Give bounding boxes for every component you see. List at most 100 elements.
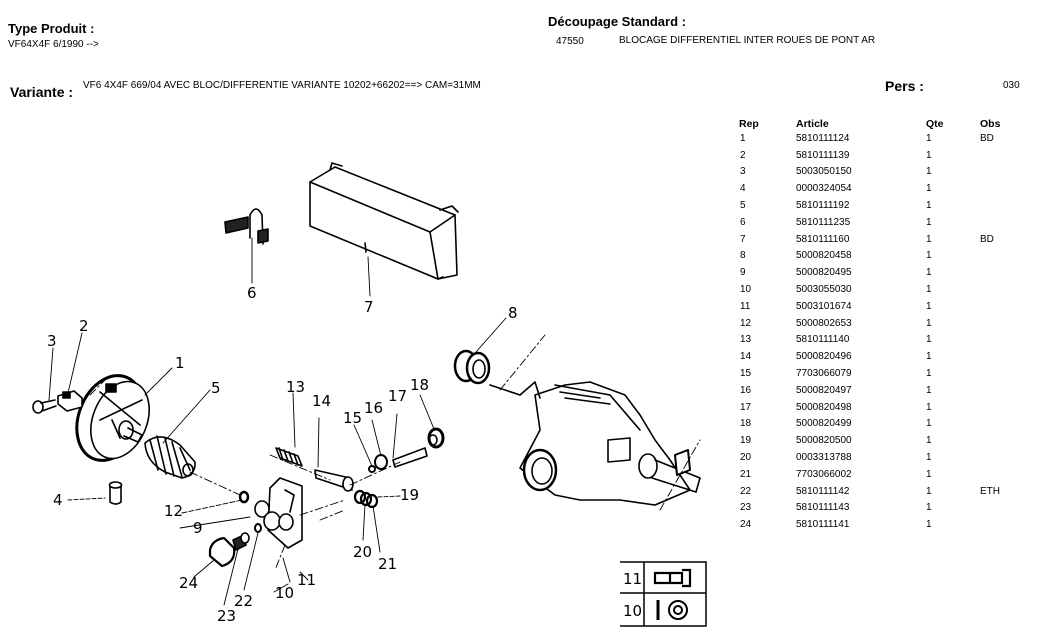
callout-21: 21 [378,555,397,573]
cell-rep: 13 [740,334,752,346]
cell-obs [980,214,1040,231]
callout-1: 1 [175,354,185,372]
cell-obs [980,449,1040,466]
callout-7: 7 [364,298,374,316]
decoupage-code: 47550 [556,36,584,47]
cell-obs [980,180,1040,197]
cell-qte: 1 [926,418,932,430]
callout-19: 19 [400,486,419,504]
part-7-cover [309,162,459,280]
cell-article: 5000820495 [796,267,852,279]
callout-20: 20 [353,543,372,561]
callout-3: 3 [47,332,57,350]
cell-obs [980,248,1040,265]
cell-rep: 12 [740,317,752,329]
parts-table-header: Rep Article Qte Obs [735,110,1040,130]
cell-qte: 1 [926,166,932,178]
washer-icon [656,600,688,620]
cell-obs [980,281,1040,298]
cell-obs [980,500,1040,517]
center-lines [89,334,701,571]
legend-rep-11: 11 [623,570,642,588]
callout-18: 18 [410,376,429,394]
cell-qte: 1 [926,300,932,312]
cell-qte: 1 [926,233,932,245]
cell-qte: 1 [926,317,932,329]
differential-housing [489,381,701,506]
cell-article: 5003050150 [796,166,852,178]
cell-qte: 1 [926,132,932,144]
cell-article: 5810111141 [796,519,850,531]
cell-qte: 1 [926,351,932,363]
cell-qte: 1 [926,452,932,464]
cell-obs [980,147,1040,164]
cell-article: 5810111124 [796,132,850,144]
cell-qte: 1 [926,200,932,212]
cell-rep: 3 [740,166,746,178]
callout-11: 11 [297,571,316,589]
cell-qte: 1 [926,384,932,396]
cell-rep: 18 [740,418,752,430]
cell-obs [980,466,1040,483]
cell-article: 5003101674 [796,300,852,312]
part-5-boot [144,435,196,479]
part-1-drum [75,374,150,462]
cell-rep: 23 [740,502,752,514]
cell-article: 5810111140 [796,334,850,346]
part-16-bush [374,454,388,470]
callout-17: 17 [388,387,407,405]
cell-obs [980,382,1040,399]
cell-article: 5000820458 [796,250,852,262]
cell-rep: 19 [740,435,752,447]
cell-article: 0000324054 [796,183,852,195]
cell-qte: 1 [926,216,932,228]
cell-article: 7703066079 [796,368,852,380]
callout-8: 8 [508,304,518,322]
decoupage-label: Découpage Standard : [548,14,686,29]
callout-4: 4 [53,491,63,509]
callout-14: 14 [312,392,331,410]
callout-6: 6 [247,284,257,302]
part-3-screw [32,399,57,414]
cell-rep: 2 [740,149,746,161]
part-12-ring [238,490,250,504]
cell-obs [980,416,1040,433]
column-header-article: Article [796,118,829,130]
cell-rep: 16 [740,384,752,396]
decoupage-description: BLOCAGE DIFFERENTIEL INTER ROUES DE PONT… [619,35,876,46]
cell-obs [980,315,1040,332]
cell-qte: 1 [926,435,932,447]
part-4-pin [108,481,123,505]
part-17-pin [392,447,428,468]
part-13-spring [275,447,303,467]
cell-rep: 5 [740,200,746,212]
table-row: 3 5003050150 1 [735,164,1040,181]
cell-rep: 22 [740,485,752,497]
cell-qte: 1 [926,519,932,531]
cell-article: 5000820499 [796,418,852,430]
type-produit-value: VF64X4F 6/1990 --> [8,39,99,50]
part-6-clip [224,208,269,245]
pers-value: 030 [1003,80,1020,91]
part-24-cap [208,536,236,568]
part-22-washer [254,523,262,533]
callout-2: 2 [79,317,89,335]
cell-rep: 10 [740,284,752,296]
callout-16: 16 [364,399,383,417]
cell-rep: 15 [740,368,752,380]
cell-obs [980,332,1040,349]
